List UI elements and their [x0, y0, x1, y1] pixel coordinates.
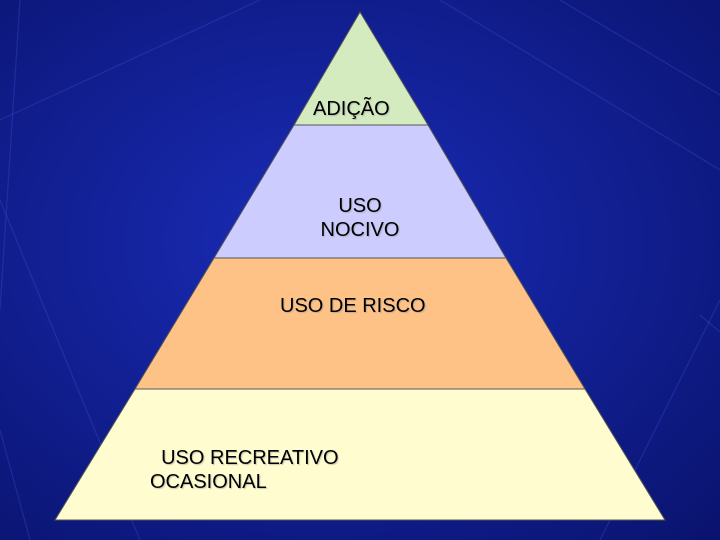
tier-label-uso-nocivo: USO NOCIVO [320, 195, 400, 241]
tier-label-uso-de-risco: USO DE RISCO [280, 295, 426, 317]
tier-label-uso-recreativo: USO RECREATIVO OCASIONAL [150, 447, 339, 493]
tier-label-adicao: ADIÇÃO [313, 98, 390, 120]
tier-uso-recreativo [54, 388, 666, 521]
tier-uso-de-risco [134, 257, 586, 390]
